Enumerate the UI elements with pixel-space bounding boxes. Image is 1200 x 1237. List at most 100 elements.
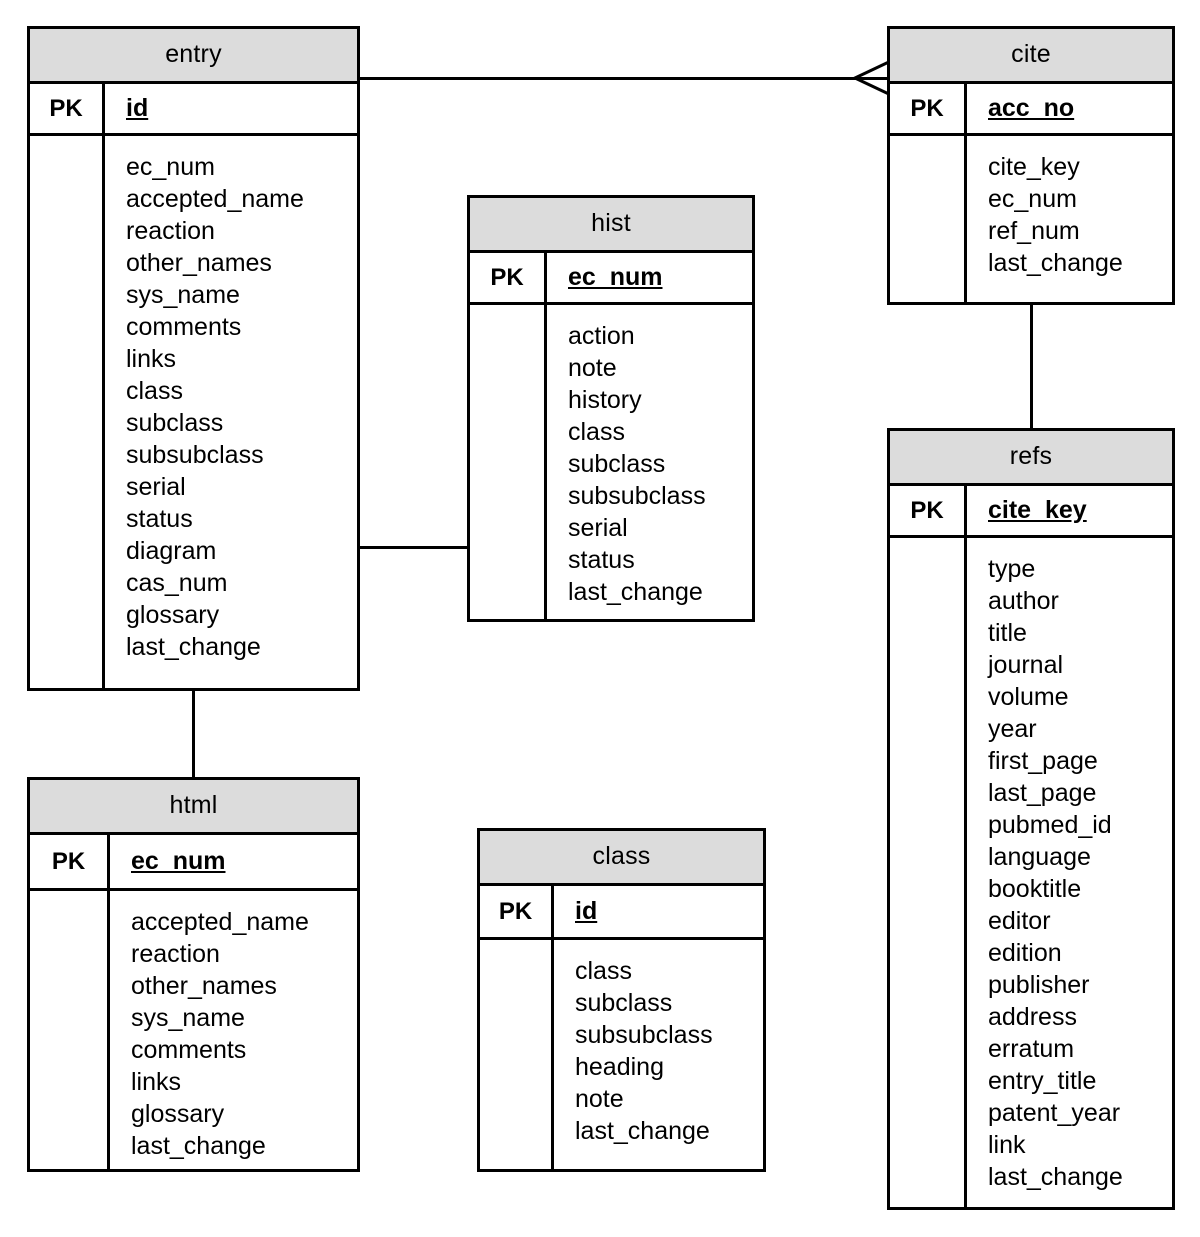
attribute-item: note	[568, 354, 617, 382]
pk-column-entry: PK	[30, 84, 105, 133]
attribute-item: accepted_name	[126, 185, 304, 213]
attr-key-column-entry	[30, 136, 105, 688]
relationship-line-entry-hist	[357, 546, 470, 549]
attribute-item: class	[575, 957, 632, 985]
attr-key-column-class	[480, 940, 554, 1169]
entity-pk-row-refs: PK cite_key	[890, 486, 1172, 538]
crows-foot-many-marker-cite	[853, 58, 894, 98]
attribute-item: subsubclass	[126, 441, 264, 469]
attribute-item: type	[988, 555, 1036, 583]
attribute-item: last_page	[988, 779, 1097, 807]
attribute-item: link	[988, 1131, 1026, 1159]
attribute-item: booktitle	[988, 875, 1082, 903]
attribute-item: last_change	[988, 1163, 1123, 1191]
attr-key-column-cite	[890, 136, 967, 302]
entity-pk-row-entry: PK id	[30, 84, 357, 136]
attribute-item: last_change	[575, 1117, 710, 1145]
attribute-item: patent_year	[988, 1099, 1121, 1127]
attribute-item: subsubclass	[568, 482, 706, 510]
attr-key-column-refs	[890, 538, 967, 1207]
entity-pk-row-class: PK id	[480, 886, 763, 940]
relationship-line-entry-cite	[357, 77, 891, 80]
attribute-item: publisher	[988, 971, 1090, 999]
attribute-item: comments	[126, 313, 242, 341]
attribute-item: author	[988, 587, 1059, 615]
pk-label-refs: PK	[910, 496, 944, 524]
entity-pk-row-html: PK ec_num	[30, 835, 357, 891]
attribute-item: cas_num	[126, 569, 228, 597]
attribute-item: ec_num	[126, 153, 215, 181]
entity-attr-row-cite: cite_key ec_num ref_num last_change	[890, 136, 1172, 302]
attribute-item: links	[131, 1068, 182, 1096]
pk-field-cite: acc_no	[967, 84, 1172, 133]
pk-column-hist: PK	[470, 253, 547, 302]
entity-title-html: html	[30, 780, 357, 835]
pk-field-refs: cite_key	[967, 486, 1172, 535]
pk-column-refs: PK	[890, 486, 967, 535]
attribute-item: language	[988, 843, 1091, 871]
attribute-item: volume	[988, 683, 1069, 711]
pk-column-html: PK	[30, 835, 110, 888]
attribute-item: serial	[126, 473, 186, 501]
pk-name-entry: id	[126, 94, 149, 122]
attribute-item: accepted_name	[131, 908, 309, 936]
attribute-item: ec_num	[988, 185, 1077, 213]
pk-column-class: PK	[480, 886, 554, 937]
attribute-item: subclass	[568, 450, 666, 478]
attribute-item: history	[568, 386, 642, 414]
entity-title-cite: cite	[890, 29, 1172, 84]
pk-label-html: PK	[51, 847, 86, 875]
relationship-line-cite-refs	[1030, 302, 1033, 431]
attribute-item: class	[126, 377, 183, 405]
attribute-item: ref_num	[988, 217, 1080, 245]
attr-key-column-html	[30, 891, 110, 1172]
attribute-item: other_names	[131, 972, 277, 1000]
attribute-item: diagram	[126, 537, 217, 565]
attribute-item: reaction	[131, 940, 220, 968]
attribute-item: last_change	[568, 578, 703, 606]
attribute-item: cite_key	[988, 153, 1080, 181]
entity-table-html[interactable]: html PK ec_num accepted_name reaction othe…	[27, 777, 360, 1172]
pk-field-html: ec_num	[110, 835, 357, 888]
pk-name-html: ec_num	[131, 847, 226, 875]
pk-column-cite: PK	[890, 84, 967, 133]
attribute-item: last_change	[988, 249, 1123, 277]
attribute-item: other_names	[126, 249, 272, 277]
attr-key-column-hist	[470, 305, 547, 619]
pk-name-cite: acc_no	[988, 94, 1075, 122]
relationship-line-entry-html	[192, 688, 195, 780]
pk-label-class: PK	[498, 897, 533, 925]
attribute-item: edition	[988, 939, 1062, 967]
attribute-item: glossary	[126, 601, 220, 629]
attribute-item: address	[988, 1003, 1077, 1031]
attribute-item: subclass	[575, 989, 673, 1017]
attribute-item: glossary	[131, 1100, 225, 1128]
pk-label-entry: PK	[49, 94, 83, 122]
attribute-item: entry_title	[988, 1067, 1097, 1095]
entity-title-entry: entry	[30, 29, 357, 84]
attribute-item: journal	[988, 651, 1064, 679]
pk-field-entry: id	[105, 84, 357, 133]
entity-pk-row-cite: PK acc_no	[890, 84, 1172, 136]
attribute-item: first_page	[988, 747, 1098, 775]
attribute-item: class	[568, 418, 625, 446]
pk-label-hist: PK	[490, 263, 524, 291]
attribute-item: serial	[568, 514, 628, 542]
attribute-item: erratum	[988, 1035, 1075, 1063]
attribute-item: status	[568, 546, 635, 574]
attribute-item: last_change	[126, 633, 261, 661]
attribute-item: editor	[988, 907, 1051, 935]
